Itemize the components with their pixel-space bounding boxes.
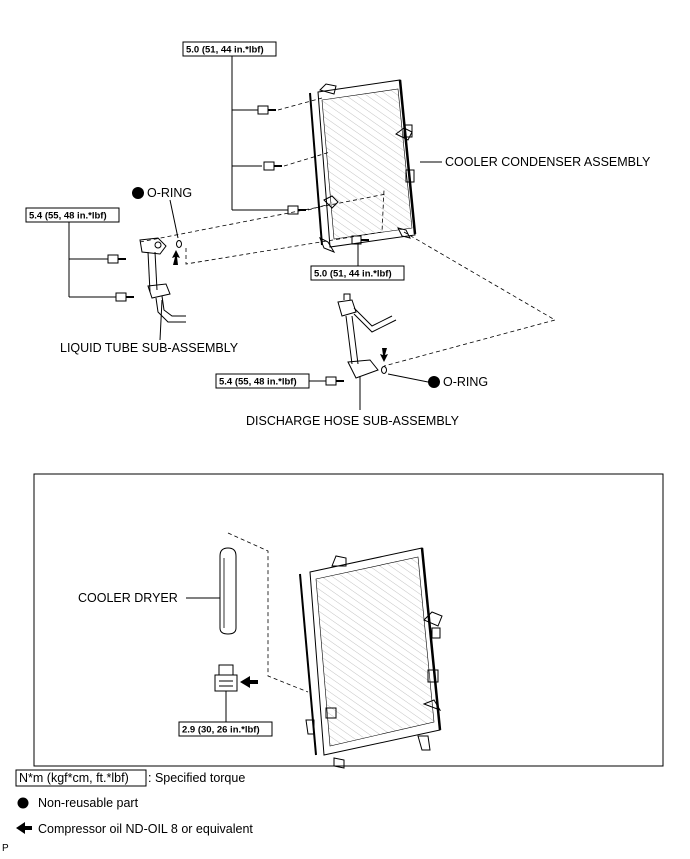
non-reusable-dot-icon <box>428 376 440 388</box>
cooler-condenser-detail <box>299 547 443 769</box>
bolt-icon <box>287 205 306 215</box>
legend: N*m (kgf*cm, ft.*lbf) : Specified torque… <box>15 769 253 836</box>
cooler-dryer-part <box>219 547 237 635</box>
condenser-torque-callout: 5.0 (51, 44 in.*lbf) <box>182 41 288 211</box>
oring-label-1: O-RING <box>147 186 192 200</box>
torque-box <box>25 207 120 223</box>
oil-arrow-icon <box>380 348 388 362</box>
oring-label-2: O-RING <box>443 375 488 389</box>
torque-box <box>178 721 273 737</box>
oil-arrow-icon <box>172 250 180 265</box>
legend-non-reusable: Non-reusable part <box>38 796 139 810</box>
non-reusable-dot-icon <box>17 797 29 809</box>
torque-text: 5.4 (55, 48 in.*lbf) <box>219 377 297 388</box>
oil-arrow-icon <box>240 676 258 688</box>
liquid-tube-label: LIQUID TUBE SUB-ASSEMBLY <box>60 341 239 355</box>
liquid-tube-part <box>139 237 186 323</box>
torque-box <box>310 265 405 281</box>
legend-torque-box <box>15 769 147 787</box>
dryer-plug-torque-callout: 2.9 (30, 26 in.*lbf) <box>178 721 273 737</box>
bolt-icon <box>351 235 369 245</box>
cooler-condenser-upper <box>309 79 417 254</box>
discharge-hose-label: DISCHARGE HOSE SUB-ASSEMBLY <box>246 414 460 428</box>
detail-frame <box>33 473 664 767</box>
corner-mark: P <box>2 843 9 854</box>
legend-torque-unit: N*m (kgf*cm, ft.*lbf) <box>19 771 129 785</box>
condenser-label: COOLER CONDENSER ASSEMBLY <box>445 155 651 169</box>
discharge-hose-torque-callout: 5.4 (55, 48 in.*lbf) <box>215 373 326 389</box>
liquid-tube-torque-callout: 5.4 (55, 48 in.*lbf) <box>25 207 120 298</box>
torque-text: 2.9 (30, 26 in.*lbf) <box>182 725 260 736</box>
bolt-icon <box>257 105 276 115</box>
bolt-icon <box>325 376 344 386</box>
legend-compressor-oil: Compressor oil ND-OIL 8 or equivalent <box>38 822 253 836</box>
bolt-icon <box>263 161 282 171</box>
bolt-icon <box>107 254 126 264</box>
torque-text: 5.4 (55, 48 in.*lbf) <box>29 211 107 222</box>
non-reusable-dot-icon <box>132 187 144 199</box>
condenser-lower-torque-callout: 5.0 (51, 44 in.*lbf) <box>310 265 405 281</box>
discharge-hose-part <box>337 293 397 379</box>
bolt-icon <box>115 292 134 302</box>
dryer-plug-part <box>214 664 238 692</box>
oring-icon <box>381 366 387 374</box>
legend-torque-desc: : Specified torque <box>148 771 245 785</box>
oil-arrow-icon <box>16 822 32 834</box>
torque-box <box>182 41 277 57</box>
torque-text: 5.0 (51, 44 in.*lbf) <box>314 269 392 280</box>
oring-icon <box>176 240 182 248</box>
torque-text: 5.0 (51, 44 in.*lbf) <box>186 45 264 56</box>
cooler-dryer-label: COOLER DRYER <box>78 591 178 605</box>
